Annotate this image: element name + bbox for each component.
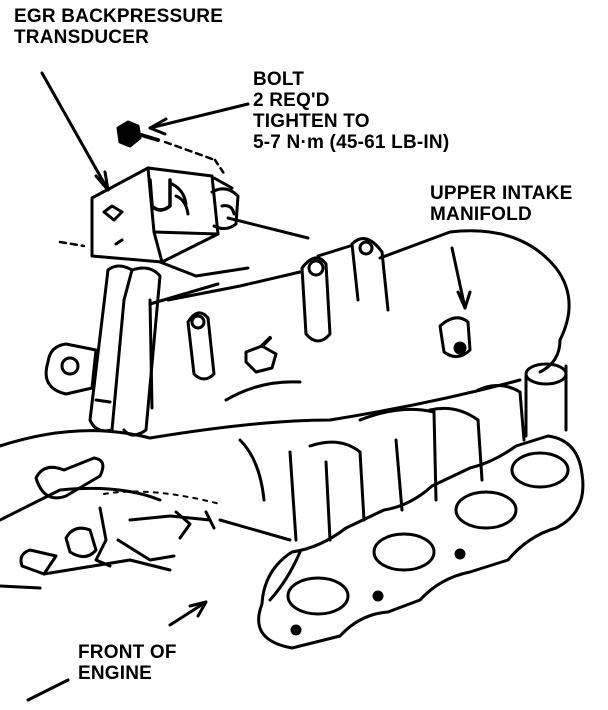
leader-bolt	[148, 102, 250, 136]
label-line: ENGINE	[78, 663, 153, 684]
mounting-bracket	[148, 216, 310, 306]
manifold-stud-center	[300, 256, 332, 343]
manifold-flange	[257, 434, 585, 650]
upper-intake-manifold	[0, 229, 571, 602]
label-front-of-engine: FRONT OF ENGINE	[78, 642, 177, 684]
bolt	[116, 120, 227, 177]
leader-front-of-engine	[26, 600, 208, 702]
manifold-ear-left	[44, 342, 98, 396]
leader-egr-transducer	[40, 71, 110, 192]
throttle-linkage	[0, 456, 216, 590]
egr-backpressure-transducer	[58, 166, 240, 264]
label-line: BOLT	[253, 69, 305, 90]
throttle-body-neck	[524, 362, 568, 438]
vacuum-fitting	[244, 336, 278, 374]
label-line: TRANSDUCER	[14, 27, 149, 48]
label-upper-intake-manifold: UPPER INTAKE MANIFOLD	[430, 183, 572, 225]
label-line: MANIFOLD	[430, 204, 532, 225]
leader-upper-intake-manifold	[450, 246, 472, 310]
dashed-outline	[103, 490, 221, 505]
manifold-stud-left	[186, 311, 216, 381]
label-egr-backpressure-transducer: EGR BACKPRESSURE TRANSDUCER	[14, 6, 223, 48]
label-line: EGR BACKPRESSURE	[14, 6, 224, 27]
manifold-stud-right	[350, 237, 390, 312]
label-line: 2 REQ'D	[253, 90, 330, 111]
label-line: UPPER INTAKE	[430, 183, 573, 204]
label-bolt: BOLT 2 REQ'D TIGHTEN TO 5-7 N·m (45-61 L…	[253, 69, 449, 153]
manifold-boss-upper	[438, 316, 472, 358]
label-line: FRONT OF	[78, 642, 177, 663]
label-line: 5-7 N·m (45-61 LB-IN)	[253, 132, 450, 153]
label-line: TIGHTEN TO	[253, 111, 370, 132]
